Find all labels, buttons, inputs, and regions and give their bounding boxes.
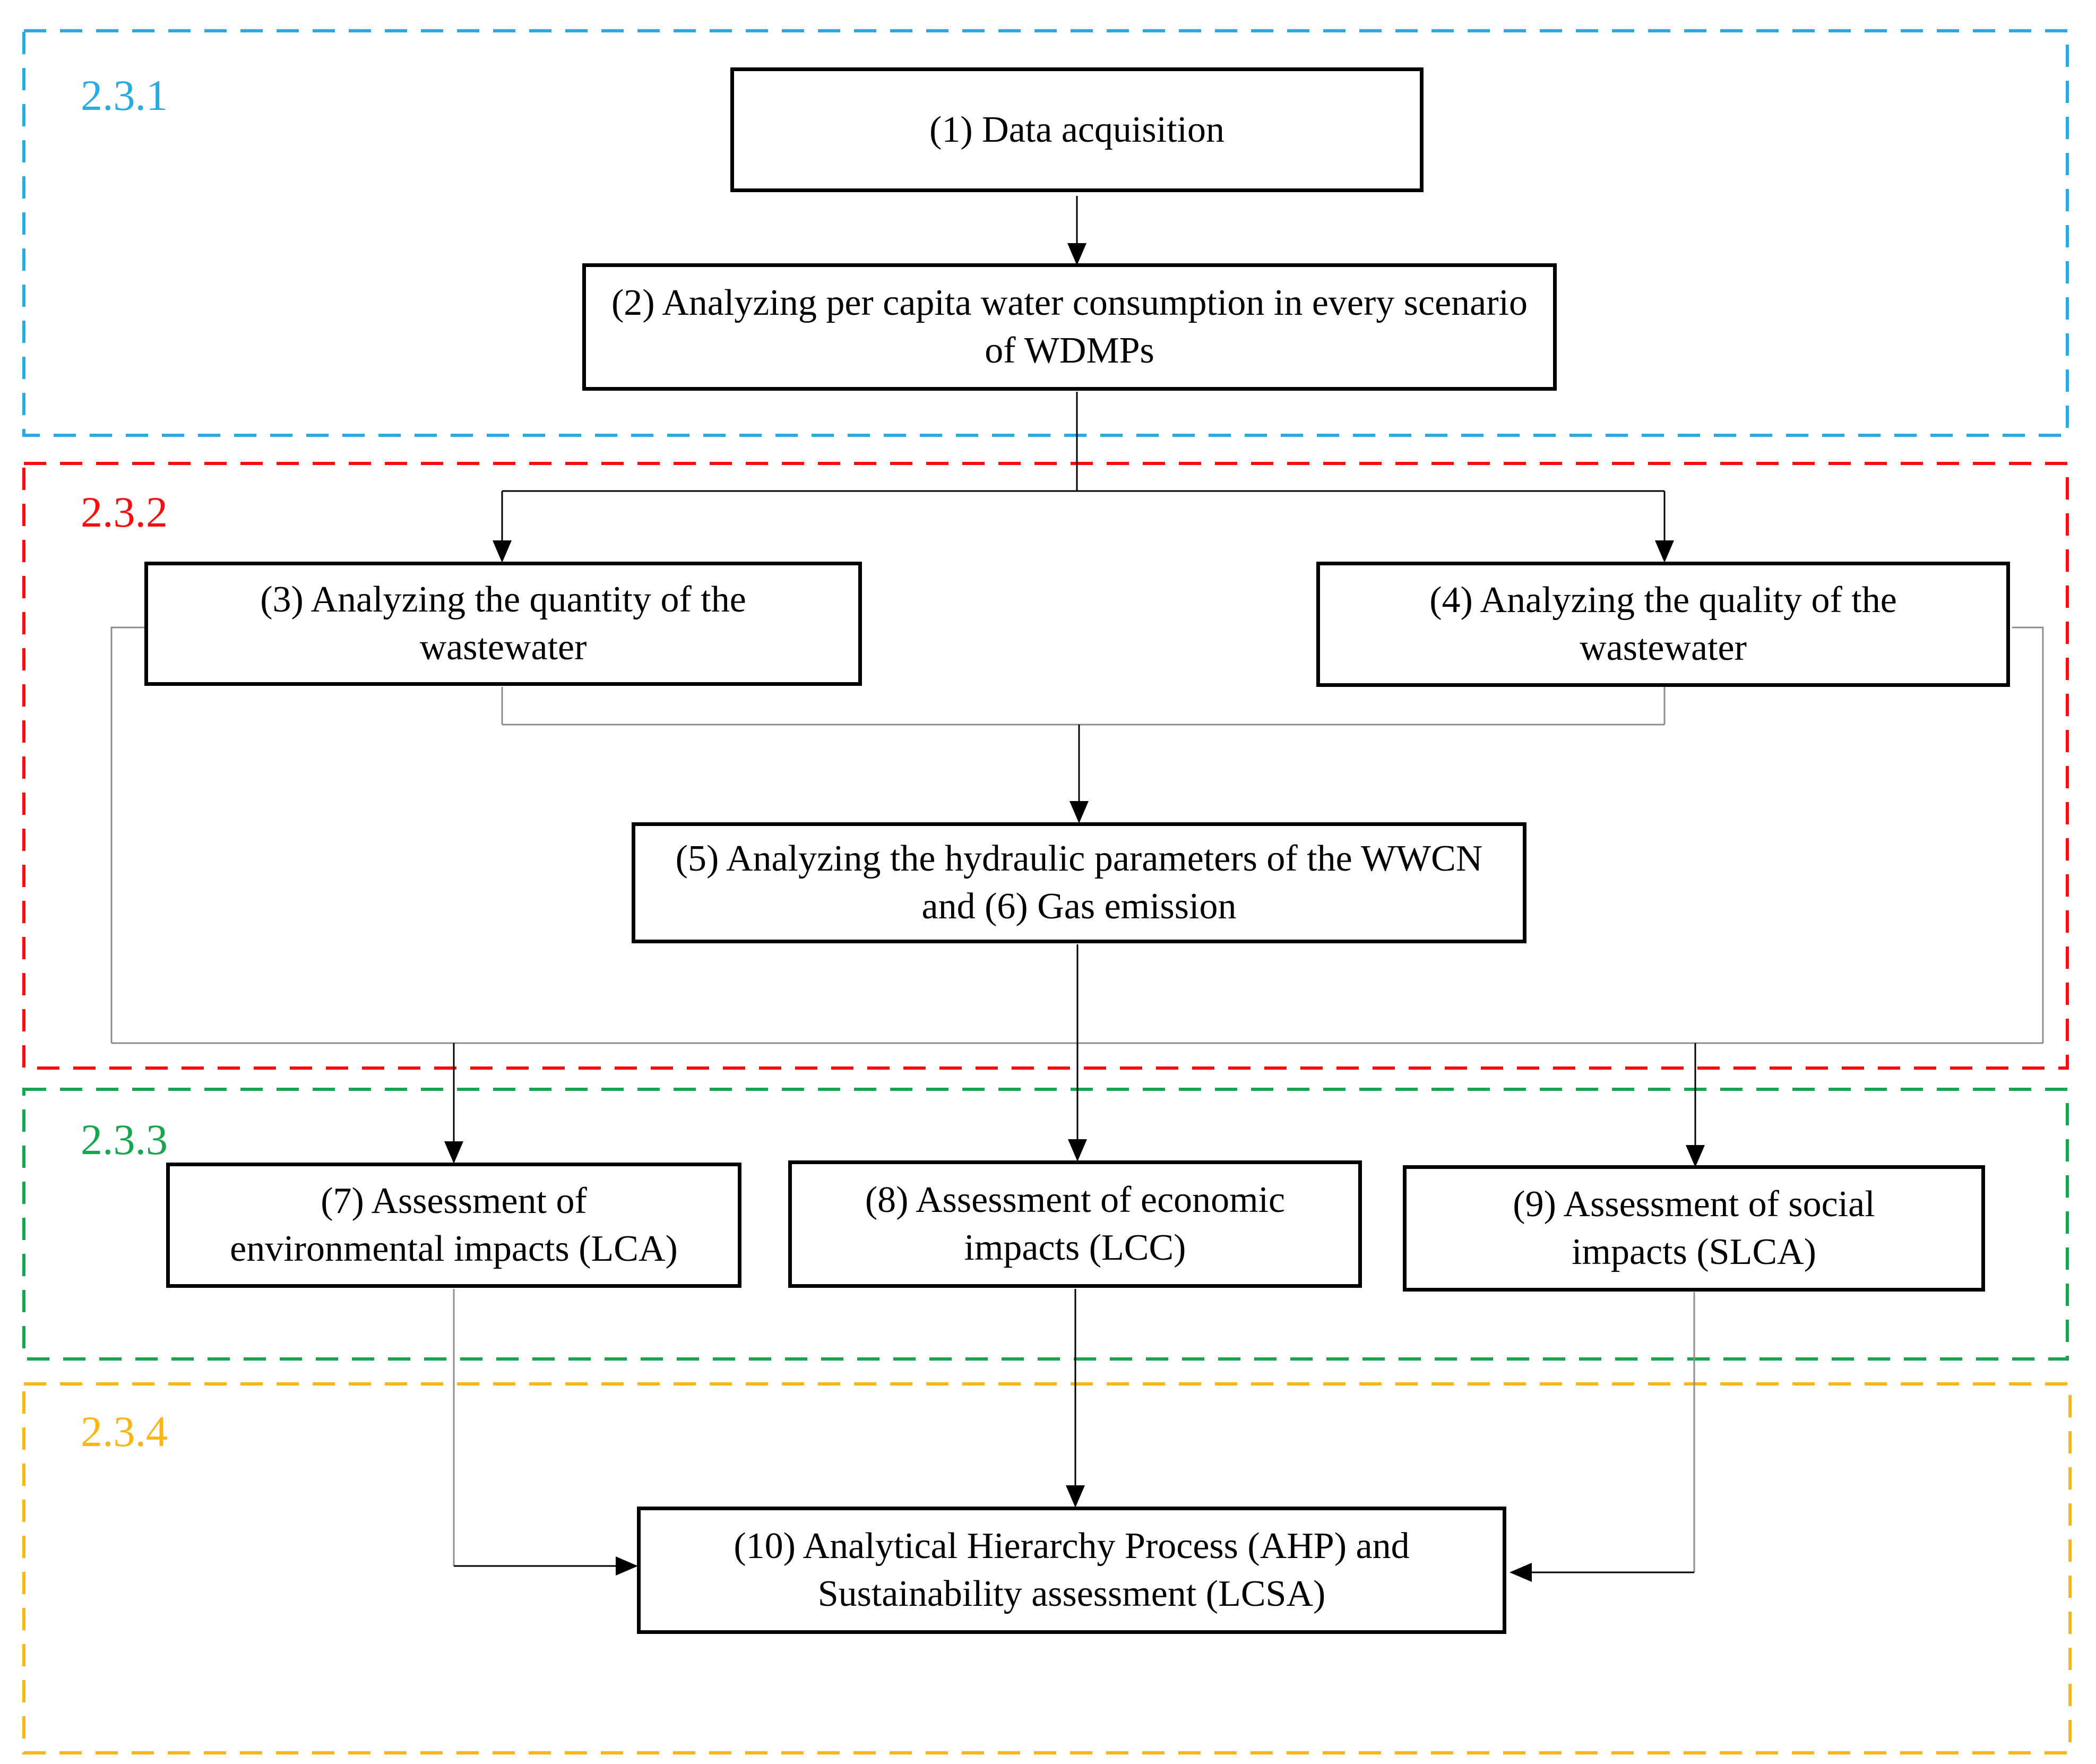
node-3-label: (3) Analyzing the quantity of the wastew… — [260, 579, 746, 668]
arrowhead-into-box9 — [1686, 1145, 1705, 1167]
rail-right-from-box4 — [2012, 626, 2044, 1043]
arrowhead-into-box10-top — [1066, 1485, 1085, 1508]
section-231-border — [22, 29, 2069, 437]
node-3-quantity-of-wastewater: (3) Analyzing the quantity of the wastew… — [144, 562, 862, 686]
node-10-label: (10) Analytical Hierarchy Process (AHP) … — [734, 1526, 1410, 1614]
section-234-border — [22, 1382, 2072, 1754]
node-10-ahp-lcsa: (10) Analytical Hierarchy Process (AHP) … — [637, 1507, 1506, 1634]
node-1-data-acquisition: (1) Data acquisition — [730, 67, 1424, 192]
node-2-per-capita-water-consumption: (2) Analyzing per capita water consumpti… — [582, 263, 1557, 391]
arrowhead-into-box5 — [1069, 801, 1089, 823]
section-232-border — [22, 462, 2069, 1070]
node-7-label: (7) Assessment of environmental impacts … — [230, 1181, 678, 1269]
section-232-label: 2.3.2 — [81, 488, 168, 536]
node-4-quality-of-wastewater: (4) Analyzing the quality of the wastewa… — [1316, 562, 2010, 687]
arrowhead-into-box4 — [1655, 540, 1674, 563]
arrowhead-into-box3 — [493, 540, 512, 563]
node-8-label: (8) Assessment of economic impacts (LCC) — [865, 1180, 1286, 1268]
section-231-label: 2.3.1 — [81, 71, 168, 119]
rail-left-from-box3 — [110, 626, 144, 1043]
arrowhead-into-box10-right — [1510, 1563, 1532, 1582]
section-233-border — [22, 1088, 2069, 1361]
arrowhead-into-box8 — [1068, 1139, 1087, 1161]
node-5-label: (5) Analyzing the hydraulic parameters o… — [675, 838, 1483, 927]
arrowhead-into-box2 — [1067, 243, 1086, 265]
node-2-label: (2) Analyzing per capita water consumpti… — [611, 282, 1528, 371]
arrowhead-into-box10-left — [616, 1556, 638, 1576]
node-4-label: (4) Analyzing the quality of the wastewa… — [1429, 580, 1897, 668]
node-9-social-impacts-slca: (9) Assessment of social impacts (SLCA) — [1403, 1165, 1985, 1292]
section-234-label: 2.3.4 — [81, 1407, 168, 1456]
arrowhead-into-box7 — [444, 1141, 463, 1164]
node-9-label: (9) Assessment of social impacts (SLCA) — [1513, 1184, 1875, 1272]
section-233-label: 2.3.3 — [81, 1115, 168, 1164]
node-7-environmental-impacts-lca: (7) Assessment of environmental impacts … — [166, 1163, 741, 1288]
node-8-economic-impacts-lcc: (8) Assessment of economic impacts (LCC) — [788, 1160, 1362, 1288]
node-1-label: (1) Data acquisition — [929, 109, 1224, 150]
node-5-6-hydraulic-parameters-gas-emission: (5) Analyzing the hydraulic parameters o… — [632, 822, 1526, 943]
